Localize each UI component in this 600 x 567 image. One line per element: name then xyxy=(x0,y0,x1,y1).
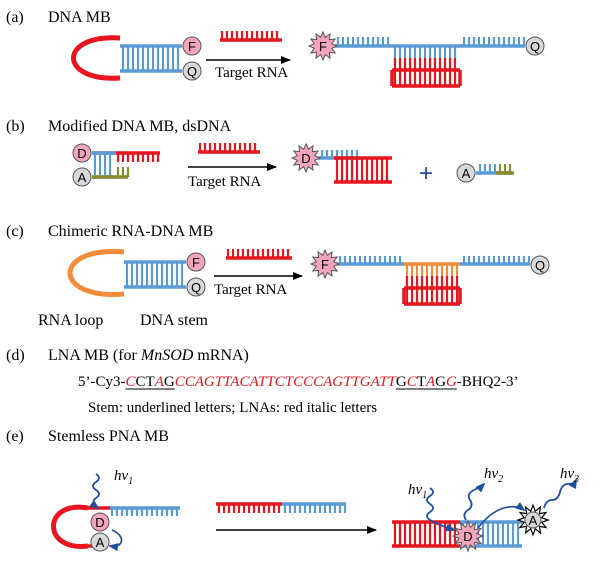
svg-text:A: A xyxy=(529,513,538,528)
acceptor-marker-released: A xyxy=(456,163,476,183)
sequence-segment: G xyxy=(396,374,407,390)
svg-text:F: F xyxy=(321,257,329,272)
svg-text:F: F xyxy=(192,255,200,270)
target-rna-strand xyxy=(226,249,292,260)
sequence-segment: CCAGTTACATTCTCCCAGTTGATT xyxy=(175,374,398,390)
fluorophore-emitting: F xyxy=(309,248,341,280)
svg-text:A: A xyxy=(462,166,471,181)
donor-marker: D xyxy=(72,143,92,163)
emission-burst xyxy=(309,248,341,280)
open-chimeric-product xyxy=(336,256,531,306)
acceptor-marker: A xyxy=(72,167,92,187)
energy-transfer-arrow xyxy=(108,529,123,552)
excitation-wave xyxy=(426,487,456,532)
panel-c-title: Chimeric RNA-DNA MB xyxy=(48,223,213,240)
target-rna-label: Target RNA xyxy=(188,174,261,190)
sequence-segment: C xyxy=(407,374,418,390)
target-rna-strand xyxy=(198,143,260,154)
rna-loop xyxy=(67,249,125,297)
sequence-segment: G xyxy=(164,374,175,390)
target-rna-label: Target RNA xyxy=(215,65,288,81)
panel-c-letter: (c) xyxy=(6,223,24,240)
sequence-legend: Stem: underlined letters; LNAs: red ital… xyxy=(88,400,377,416)
rna-loop-label: RNA loop xyxy=(38,312,103,329)
sequence-segment: -BHQ2-3’ xyxy=(457,374,519,390)
panel-b-title: Modified DNA MB, dsDNA xyxy=(48,118,232,135)
svg-text:F: F xyxy=(319,39,327,54)
dna-stem-label: DNA stem xyxy=(140,312,209,329)
quencher-marker: Q xyxy=(186,277,206,297)
target-rna-strand xyxy=(220,31,282,42)
acceptor-emission-wave xyxy=(543,478,577,509)
fluorophore-marker: F xyxy=(182,36,202,56)
panel-e: (e) Stemless PNA MB D A hv1 D A xyxy=(6,428,579,553)
quencher-marker-product: Q xyxy=(530,255,550,275)
panel-a-title: DNA MB xyxy=(48,9,111,26)
hv1-label-product: hv1 xyxy=(408,482,427,501)
panel-e-letter: (e) xyxy=(6,428,24,445)
target-rna-label: Target RNA xyxy=(214,282,287,298)
fluorophore-emitting: F xyxy=(307,30,339,62)
emission-burst xyxy=(451,519,485,553)
svg-text:D: D xyxy=(301,151,310,166)
svg-text:D: D xyxy=(463,529,472,544)
panel-b: (b) Modified DNA MB, dsDNA D A Target RN… xyxy=(6,118,514,190)
acceptor-emitting: A xyxy=(516,503,550,537)
quencher-marker-product: Q xyxy=(525,36,545,56)
panel-a: (a) DNA MB F Q Target RNA F Q xyxy=(6,9,545,88)
donor-emitting: D xyxy=(451,519,485,553)
quencher-marker: Q xyxy=(182,61,202,81)
plus-sign: + xyxy=(419,160,433,187)
modified-probe-duplex xyxy=(92,151,160,179)
acceptor-marker: A xyxy=(90,532,110,552)
sequence-segment: G xyxy=(446,374,457,390)
lna-sequence: 5’-Cy3-CCTAGCCAGTTACATTCTCCCAGTTGATTGCTA… xyxy=(78,374,518,390)
released-strand xyxy=(476,164,514,175)
svg-text:Q: Q xyxy=(191,280,201,295)
hairpin-loop xyxy=(71,35,121,81)
panel-e-title: Stemless PNA MB xyxy=(48,428,169,445)
donor-emitting: D xyxy=(290,142,322,174)
sequence-segment: T xyxy=(417,374,426,390)
panel-d-letter: (d) xyxy=(6,347,25,364)
svg-text:D: D xyxy=(95,515,104,530)
sequence-segment: G xyxy=(435,374,446,390)
donor-emission-wave xyxy=(463,482,486,521)
fluorophore-marker: F xyxy=(186,252,206,272)
donor-marker: D xyxy=(90,512,110,532)
hv2-label: hv2 xyxy=(484,466,503,485)
open-probe-product xyxy=(334,37,526,88)
hairpin-stem xyxy=(120,44,182,73)
emission-burst xyxy=(290,142,322,174)
probe-target-duplex xyxy=(318,150,392,184)
svg-text:Q: Q xyxy=(530,39,540,54)
sequence-segment: C xyxy=(126,374,137,390)
panel-c: (c) Chimeric RNA-DNA MB F Q Target RNA F… xyxy=(6,223,550,329)
emission-burst xyxy=(307,30,339,62)
hv3-label: hv3 xyxy=(560,466,579,485)
svg-text:F: F xyxy=(188,39,196,54)
stemless-probe xyxy=(88,506,180,548)
svg-text:A: A xyxy=(96,535,105,550)
sequence-segment: A xyxy=(154,374,165,390)
svg-text:Q: Q xyxy=(535,258,545,273)
panel-b-letter: (b) xyxy=(6,118,25,135)
pna-loop xyxy=(51,504,89,549)
svg-text:D: D xyxy=(77,146,86,161)
svg-text:A: A xyxy=(78,170,87,185)
panel-d: (d) LNA MB (for MnSOD mRNA) 5’-Cy3-CCTAG… xyxy=(6,347,518,416)
sequence-segment: CT xyxy=(136,374,155,390)
sequence-segment: A xyxy=(425,374,436,390)
svg-text:Q: Q xyxy=(187,64,197,79)
excitation-wave xyxy=(89,473,100,510)
target-strand xyxy=(216,502,347,513)
hv1-label: hv1 xyxy=(114,468,133,487)
panel-d-title: LNA MB (for MnSOD mRNA) xyxy=(48,347,249,364)
panel-a-letter: (a) xyxy=(6,9,24,26)
dna-stem xyxy=(124,260,186,289)
fret-arrow xyxy=(477,502,526,529)
sequence-segment: 5’-Cy3- xyxy=(78,374,126,390)
